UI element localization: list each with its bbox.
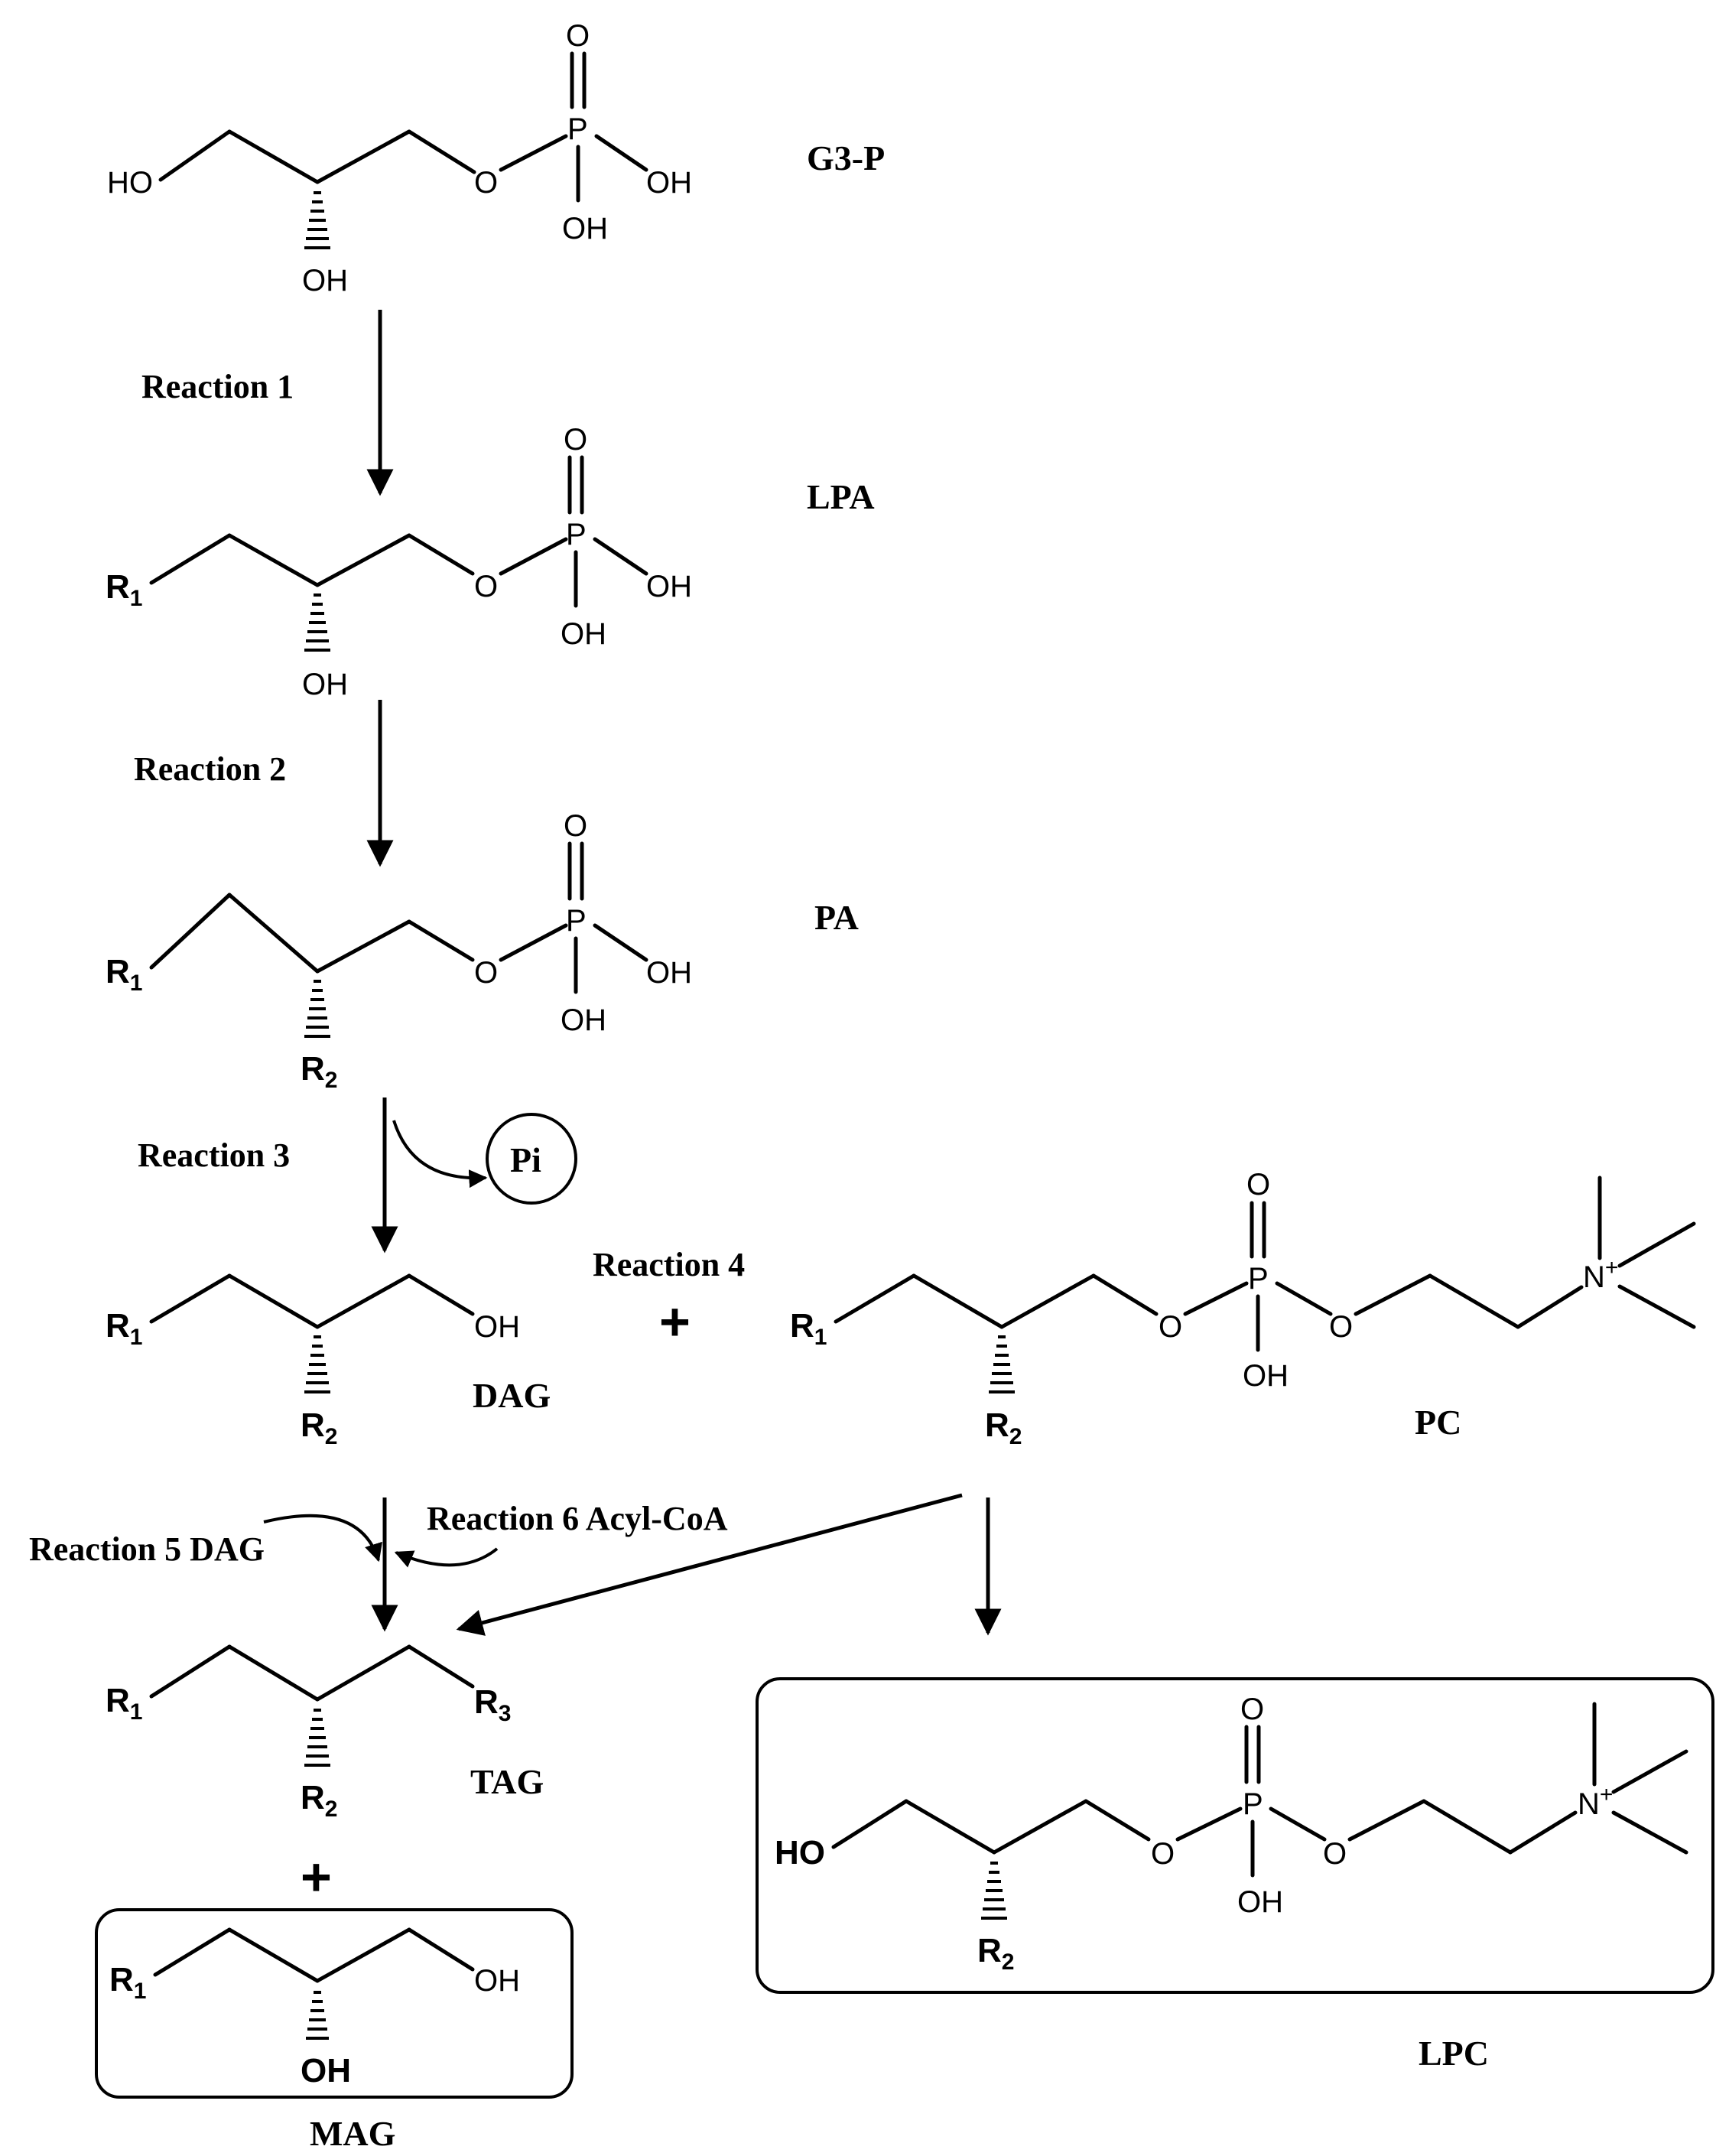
atom-r2: R2 xyxy=(985,1406,1022,1449)
label-reaction-6: Reaction 6 Acyl-CoA xyxy=(427,1500,728,1537)
pi-circle xyxy=(486,1113,577,1205)
atom-o: O xyxy=(1240,1693,1264,1726)
label-reaction-5: Reaction 5 DAG xyxy=(29,1530,265,1568)
atom-r1: R1 xyxy=(106,1307,142,1350)
label-g3p: G3-P xyxy=(807,138,885,177)
atom-r1: R1 xyxy=(790,1307,827,1350)
pc-structure: R1 O P O O OH N+ R2 xyxy=(790,1168,1696,1449)
atom-r2: R2 xyxy=(977,1932,1014,1975)
lpa-structure: R1 O P O OH OH OH xyxy=(106,423,692,701)
arrow-pi-release xyxy=(392,1120,488,1189)
label-mag: MAG xyxy=(310,2114,395,2153)
atom-oh: OH xyxy=(1243,1359,1289,1393)
atom-oh: OH xyxy=(1237,1885,1283,1919)
atom-o: O xyxy=(474,166,498,200)
label-lpc: LPC xyxy=(1419,2034,1489,2073)
pa-structure: R1 O P O OH OH R2 xyxy=(106,809,692,1093)
label-reaction-1: Reaction 1 xyxy=(141,368,294,405)
atom-r2: R2 xyxy=(301,1779,337,1822)
atom-r1: R1 xyxy=(106,568,142,611)
atom-o: O xyxy=(1246,1168,1270,1202)
atom-oh: OH xyxy=(474,1310,520,1344)
atom-r3: R3 xyxy=(474,1683,511,1726)
atom-n: N+ xyxy=(1583,1255,1618,1294)
atom-o: O xyxy=(564,809,587,843)
arrow-reaction-5 xyxy=(263,1514,382,1563)
atom-ho: HO xyxy=(107,166,153,200)
atom-r1: R1 xyxy=(109,1961,146,2004)
atom-oh: OH xyxy=(646,166,692,200)
atom-r1: R1 xyxy=(106,1682,142,1725)
atom-o: O xyxy=(1159,1310,1182,1344)
atom-o: O xyxy=(474,570,498,603)
atom-oh: OH xyxy=(646,956,692,990)
atom-r2: R2 xyxy=(301,1406,337,1449)
atom-p: P xyxy=(566,518,587,551)
atom-o: O xyxy=(566,19,590,53)
atom-oh: OH xyxy=(562,212,608,246)
atom-oh: OH xyxy=(561,1003,606,1037)
label-pa: PA xyxy=(814,898,859,937)
plus-sign: + xyxy=(301,1847,332,1907)
g3p-structure: HO O P O OH OH OH xyxy=(107,19,692,298)
lpc-structure: HO O P O O OH N+ R2 xyxy=(775,1693,1688,1975)
atom-oh: OH xyxy=(561,617,606,651)
label-pi: Pi xyxy=(510,1140,541,1179)
arrow-pc-to-tag xyxy=(456,1493,963,1636)
atom-p: P xyxy=(566,904,587,938)
tag-structure: R1 R3 R2 xyxy=(106,1644,511,1822)
atom-oh: OH xyxy=(474,1964,520,1998)
atom-ho: HO xyxy=(775,1834,825,1871)
atom-oh: OH xyxy=(301,2052,351,2089)
atom-p: P xyxy=(1243,1787,1263,1821)
atom-o: O xyxy=(474,956,498,990)
label-tag: TAG xyxy=(470,1762,544,1801)
atom-o: O xyxy=(1151,1837,1175,1871)
lpc-box xyxy=(756,1677,1714,1994)
atom-oh: OH xyxy=(646,570,692,603)
atom-oh: OH xyxy=(302,264,348,298)
mag-box xyxy=(95,1908,574,2099)
label-pc: PC xyxy=(1415,1403,1461,1442)
atom-oh: OH xyxy=(302,668,348,701)
atom-p: P xyxy=(567,112,588,146)
atom-o: O xyxy=(1323,1837,1347,1871)
atom-o: O xyxy=(564,423,587,457)
label-lpa: LPA xyxy=(807,477,875,516)
label-reaction-3: Reaction 3 xyxy=(138,1137,290,1174)
atom-p: P xyxy=(1248,1262,1269,1296)
mag-structure: R1 OH OH xyxy=(109,1927,520,2089)
atom-n: N+ xyxy=(1578,1782,1613,1821)
label-dag: DAG xyxy=(473,1376,551,1415)
dag-structure: R1 OH R2 xyxy=(106,1273,520,1449)
plus-sign: + xyxy=(659,1292,691,1351)
atom-r1: R1 xyxy=(106,953,142,996)
atom-o: O xyxy=(1329,1310,1353,1344)
arrow-reaction-6 xyxy=(394,1547,499,1568)
label-reaction-2: Reaction 2 xyxy=(134,750,286,788)
atom-r2: R2 xyxy=(301,1050,337,1093)
label-reaction-4: Reaction 4 xyxy=(593,1246,745,1283)
